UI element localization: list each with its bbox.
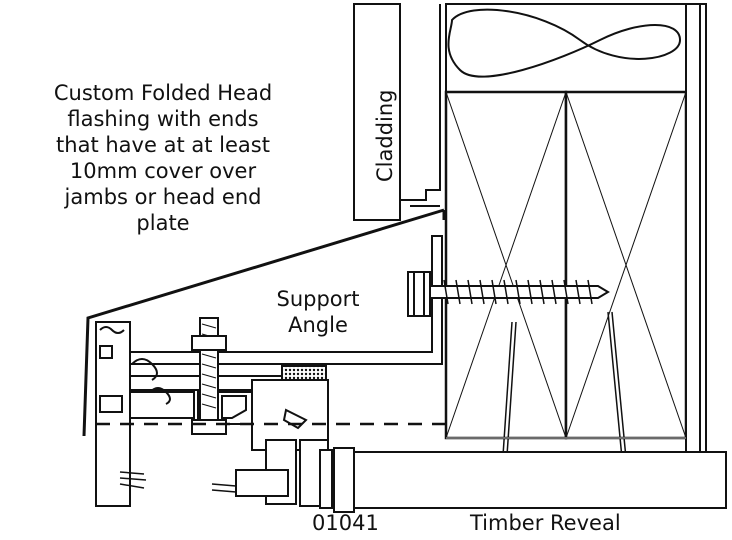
head-flashing-line-1: Custom Folded Head: [53, 81, 273, 105]
head-gap-line: [96, 422, 686, 439]
support-angle-line-2: Angle: [288, 313, 348, 337]
timber-reveal-label: Timber Reveal: [470, 511, 621, 535]
cladding-board: [353, 3, 441, 221]
seal-beads: [119, 471, 237, 493]
cladding-label: Cladding: [373, 89, 397, 182]
head-flashing-line-6: plate: [136, 211, 190, 235]
head-flashing-line-3: that have at at least: [56, 133, 270, 157]
part-code-label: 01041: [312, 511, 379, 535]
timber-stud: [444, 90, 688, 440]
support-angle-label: Support Angle: [240, 286, 396, 338]
timber-reveal-board: [333, 447, 727, 513]
head-flashing-line-4: 10mm cover over: [69, 159, 257, 183]
support-angle-line-1: Support: [276, 287, 360, 311]
head-flashing-label: Custom Folded Head flashing with ends th…: [4, 80, 322, 236]
insulation-batt: [445, 3, 687, 93]
head-flashing-line-5: jambs or head end: [64, 185, 262, 209]
window-head-profile: [95, 321, 333, 509]
fixing-screw: [407, 271, 610, 317]
wall-lining: [685, 3, 707, 475]
head-flashing-line-2: flashing with ends: [67, 107, 259, 131]
head-flashing: [82, 208, 446, 437]
